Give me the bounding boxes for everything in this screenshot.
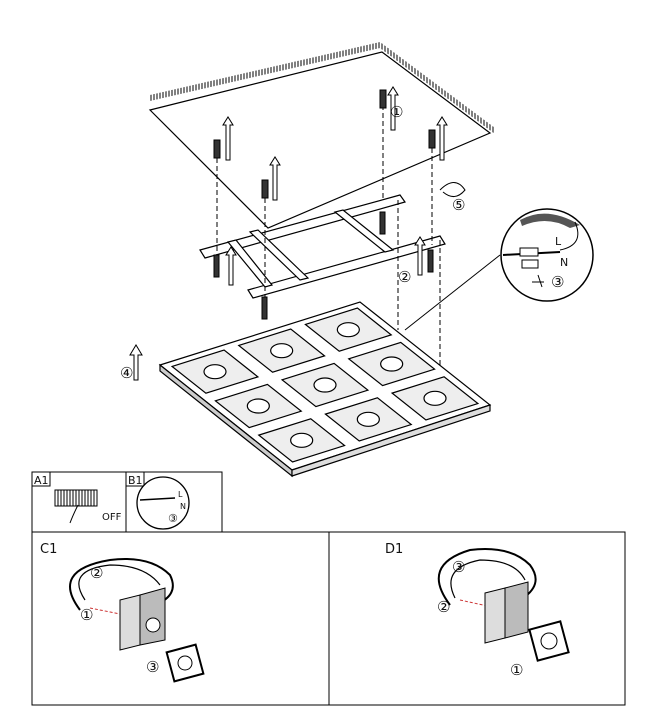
neutral-label: N (560, 256, 568, 269)
rotate-arrow-icon (439, 182, 466, 197)
c1-step-3: ③ (146, 658, 159, 676)
panel-c1-label: C1 (40, 542, 57, 557)
step-5-label: ⑤ (452, 196, 465, 214)
panel-c1-drawing: ② ① ③ (69, 558, 205, 683)
panel-c1-d1-frame (31, 531, 626, 706)
hand-icon (69, 504, 79, 524)
ceiling (148, 42, 495, 229)
screws (213, 89, 436, 320)
d1-step-3: ③ (452, 558, 465, 576)
lamp-light-lens (203, 364, 227, 380)
alignment-lines (216, 105, 441, 370)
panel-a1: A1 OFF (31, 471, 127, 533)
lamp-lights (170, 307, 480, 463)
live-label: L (555, 235, 562, 248)
panel-b1: B1 L N ③ (125, 471, 223, 533)
step-1-label: ① (390, 103, 403, 121)
step-2-label: ② (398, 268, 411, 286)
lamp-light-lens (380, 356, 404, 372)
step-4-label: ④ (120, 364, 133, 382)
panel-d1-label: D1 (385, 542, 403, 557)
b1-step-3: ③ (168, 512, 178, 525)
d1-step-2: ② (437, 598, 450, 616)
c1-step-1: ① (80, 606, 93, 624)
panel-d1-drawing: ③ ② ① (437, 548, 570, 679)
wiring-detail-circle: L N ③ (500, 208, 594, 302)
lamp-light-lens (246, 398, 270, 414)
lamp-light-lens (336, 322, 360, 338)
d1-step-1: ① (510, 661, 523, 679)
c1-step-2: ② (90, 564, 103, 582)
fuse-box-icon (54, 489, 98, 507)
step-3-label: ③ (551, 273, 564, 291)
screwdriver-icon (532, 274, 544, 288)
lamp-light-lens (356, 411, 380, 427)
lamp-light-lens (270, 343, 294, 359)
panel-b1-label: B1 (128, 474, 143, 487)
panel-a1-label: A1 (34, 474, 49, 487)
b1-neutral-label: N (180, 502, 186, 511)
up-arrows (129, 86, 448, 381)
lamp-light-lens (290, 432, 314, 448)
lamp-light-lens (423, 390, 447, 406)
off-label: OFF (102, 512, 122, 523)
detail-leader (404, 254, 501, 331)
ceiling-lamp (158, 301, 492, 478)
b1-live-label: L (178, 490, 183, 499)
lamp-light-lens (313, 377, 337, 393)
